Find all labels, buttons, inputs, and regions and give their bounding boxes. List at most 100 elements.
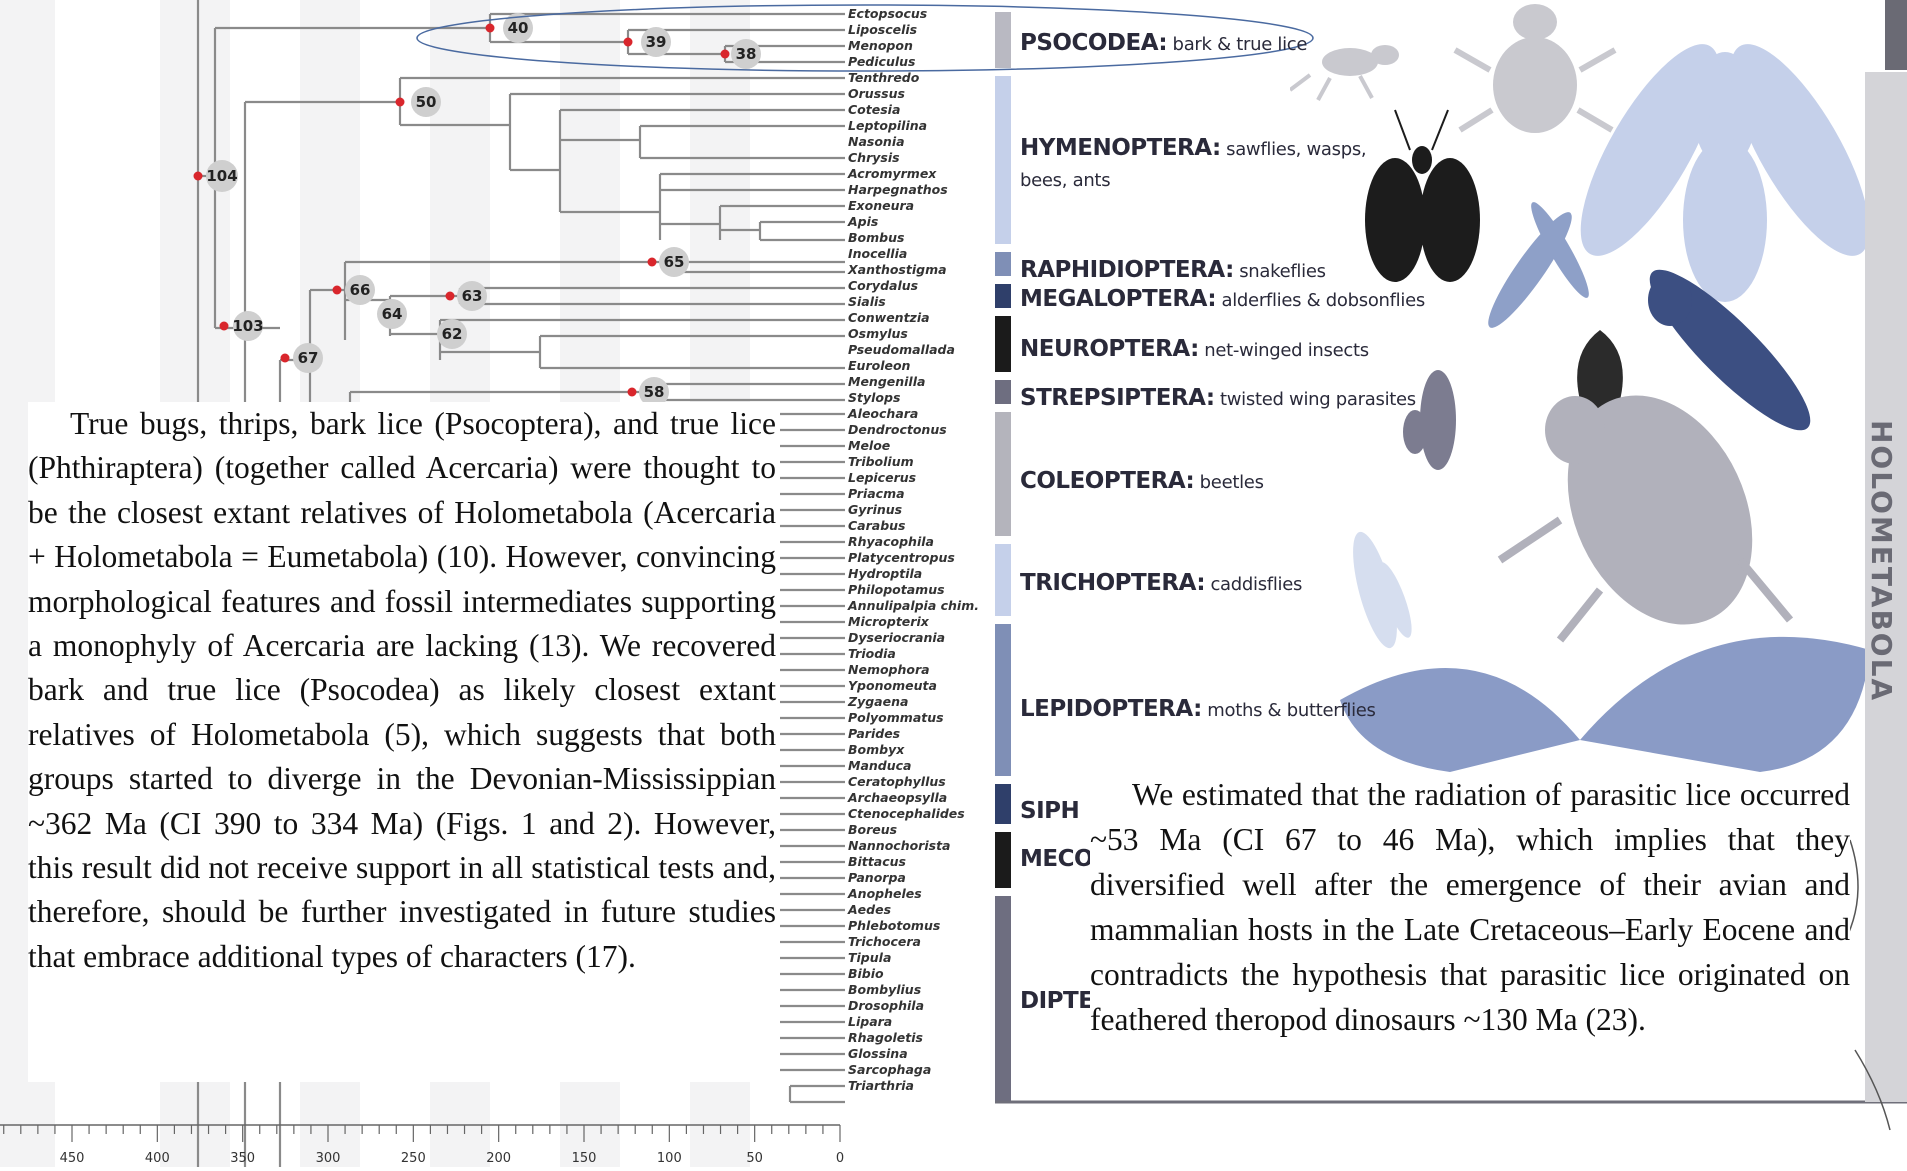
taxon-label: Ceratophyllus <box>848 774 946 789</box>
axis-tick-label: 350 <box>230 1151 255 1166</box>
svg-text:STREPSIPTERA: twisted wing par: STREPSIPTERA: twisted wing parasites <box>1020 385 1416 411</box>
node-markers: 40 39 38 50 104 65 66 63 64 62 103 67 58 <box>193 13 761 407</box>
taxon-label: Boreus <box>848 822 897 837</box>
taxon-label: Orussus <box>848 86 905 101</box>
bar-raphidioptera <box>995 252 1011 276</box>
taxon-label: Aleochara <box>847 406 918 421</box>
taxon-label: Rhagoletis <box>848 1030 923 1045</box>
axis-tick-label: 50 <box>746 1151 763 1166</box>
svg-text:LEPIDOPTERA: moths & butterfli: LEPIDOPTERA: moths & butterflies <box>1020 696 1376 722</box>
taxon-label: Ctenocephalides <box>848 806 965 821</box>
taxon-label: Pediculus <box>848 54 915 69</box>
svg-text:MECO: MECO <box>1020 846 1093 872</box>
taxon-label: Meloe <box>848 438 890 453</box>
body-paragraph-right: We estimated that the radiation of paras… <box>1090 772 1850 1090</box>
taxon-label: Carabus <box>848 518 906 533</box>
svg-text:NEUROPTERA: net-winged insects: NEUROPTERA: net-winged insects <box>1020 336 1369 362</box>
taxon-label: Leptopilina <box>848 118 927 133</box>
taxon-label: Harpegnathos <box>848 182 948 197</box>
taxon-label: Phlebotomus <box>848 918 940 933</box>
arc-decoration-2 <box>1854 1049 1891 1131</box>
taxon-label: Archaeopsylla <box>847 790 947 805</box>
louse-silhouette <box>1290 45 1399 101</box>
taxon-label: Acromyrmex <box>847 166 937 181</box>
node-58: 58 <box>627 377 669 407</box>
taxon-label: Nemophora <box>848 662 930 677</box>
node-66: 66 <box>332 275 375 305</box>
taxon-label: Zygaena <box>847 694 908 709</box>
axis-tick-label: 200 <box>486 1151 511 1166</box>
snakefly-silhouette <box>1488 202 1589 328</box>
svg-text:65: 65 <box>664 253 685 271</box>
psocodea-highlight-ellipse <box>416 4 1314 72</box>
svg-text:MEGALOPTERA: alderflies & dobs: MEGALOPTERA: alderflies & dobsonflies <box>1020 286 1425 312</box>
svg-text:50: 50 <box>416 93 437 111</box>
taxon-label: Priacma <box>848 486 905 501</box>
sidebar-top-block <box>1885 0 1907 70</box>
taxon-label: Polyommatus <box>848 710 944 725</box>
bar-trichoptera <box>995 544 1011 616</box>
order-bars <box>995 12 1011 1102</box>
bar-hymenoptera <box>995 76 1011 244</box>
taxon-label: Conwentzia <box>848 310 930 325</box>
svg-text:62: 62 <box>442 325 463 343</box>
taxon-labels: EctopsocusLiposcelisMenoponPediculusTent… <box>847 6 979 1093</box>
taxon-label: Parides <box>848 726 900 741</box>
taxon-label: Anopheles <box>847 886 922 901</box>
taxon-label: Gyrinus <box>848 502 902 517</box>
bar-diptera <box>995 896 1011 1102</box>
taxon-label: Nannochorista <box>848 838 950 853</box>
axis-tick-label: 400 <box>145 1151 170 1166</box>
svg-text:COLEOPTERA: beetles: COLEOPTERA: beetles <box>1020 468 1264 494</box>
taxon-label: Osmylus <box>848 326 908 341</box>
bar-mecoptera <box>995 832 1011 888</box>
taxon-label: Annulipalpia chim. <box>847 598 979 613</box>
taxon-label: Drosophila <box>848 998 924 1013</box>
taxon-label: Bibio <box>848 966 884 981</box>
svg-text:40: 40 <box>508 19 529 37</box>
svg-text:SIPH: SIPH <box>1020 798 1079 824</box>
taxon-label: Rhyacophila <box>848 534 934 549</box>
taxon-label: Apis <box>847 214 878 229</box>
wasp-silhouette <box>1580 44 1870 302</box>
axis-tick-label: 100 <box>657 1151 682 1166</box>
bar-strepsiptera <box>995 380 1011 404</box>
svg-text:DIPTE: DIPTE <box>1020 988 1093 1014</box>
taxon-label: Tribolium <box>848 454 914 469</box>
taxon-label: Bombyx <box>848 742 905 757</box>
taxon-label: Stylops <box>848 390 900 405</box>
taxon-label: Exoneura <box>848 198 914 213</box>
taxon-label: Bittacus <box>848 854 906 869</box>
taxon-label: Lipara <box>848 1014 892 1029</box>
insect-silhouettes <box>1290 4 1870 772</box>
taxon-label: Dyseriocrania <box>848 630 945 645</box>
taxon-label: Dendroctonus <box>848 422 947 437</box>
holometabola-sidebar <box>1865 72 1907 1102</box>
taxon-label: Corydalus <box>848 278 918 293</box>
taxon-label: Triarthria <box>848 1078 914 1093</box>
axis-tick-label: 250 <box>401 1151 426 1166</box>
node-39: 39 <box>623 27 671 57</box>
node-62: 62 <box>437 319 467 349</box>
taxon-label: Euroleon <box>848 358 911 373</box>
bar-megaloptera <box>995 284 1011 308</box>
node-40: 40 <box>485 13 533 43</box>
taxon-label: Tenthredo <box>848 70 920 85</box>
taxon-label: Hydroptila <box>848 566 922 581</box>
order-labels: PSOCODEA: bark & true lice HYMENOPTERA: … <box>1020 30 1425 1014</box>
caddis-silhouette <box>1365 109 1480 282</box>
axis-tick-label: 0 <box>836 1151 844 1166</box>
dobsonfly-silhouette <box>1648 269 1811 431</box>
taxon-label: Chrysis <box>848 150 900 165</box>
node-63: 63 <box>445 281 487 311</box>
taxon-label: Micropterix <box>848 614 930 629</box>
svg-text:103: 103 <box>232 317 263 335</box>
taxon-label: Menopon <box>848 38 913 53</box>
bar-neuroptera <box>995 316 1011 372</box>
taxon-label: Philopotamus <box>848 582 945 597</box>
axis-tick-label: 300 <box>316 1151 341 1166</box>
svg-text:bees, ants: bees, ants <box>1020 170 1110 191</box>
svg-text:63: 63 <box>462 287 483 305</box>
